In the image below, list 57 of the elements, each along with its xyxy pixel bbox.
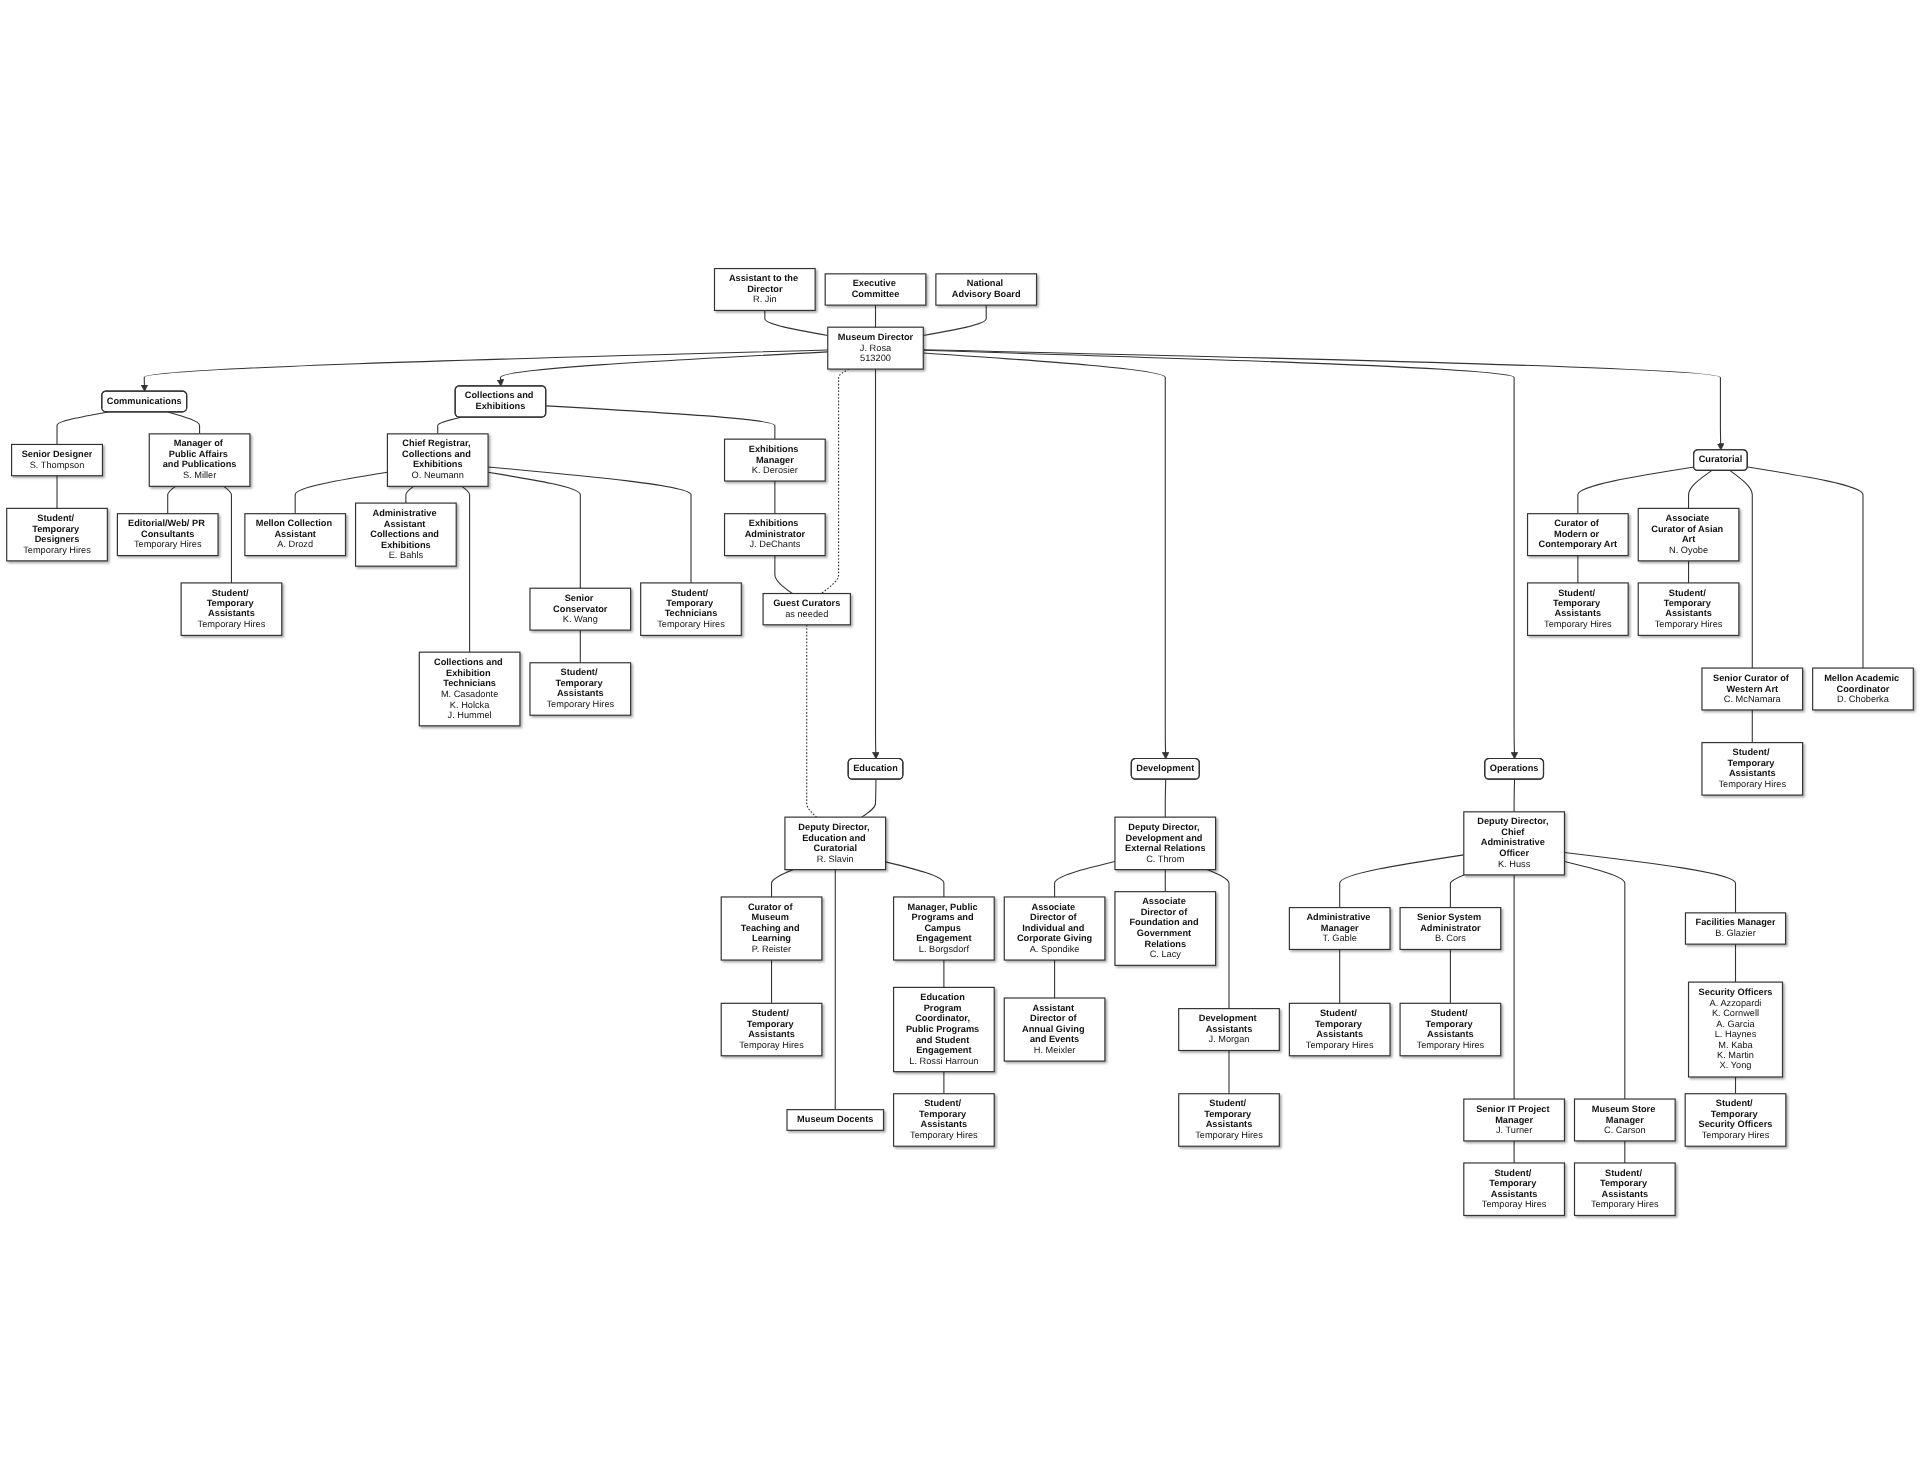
connector [294,471,388,515]
connector [405,485,415,504]
connector [834,869,836,1111]
connector [1729,470,1753,669]
connector [56,475,58,509]
connector [1734,943,1737,983]
connector [764,309,829,337]
connector [1054,959,1056,999]
connector [1164,869,1166,893]
connector [806,624,818,818]
connector [1688,560,1690,584]
connector [1449,948,1451,1004]
connector [1513,1140,1515,1164]
connector [1339,854,1465,909]
connector [820,368,850,595]
connector [545,405,776,440]
arrow [922,352,1170,760]
connector [167,485,176,515]
connector [774,555,793,595]
connector [223,485,232,584]
connector [1624,1140,1626,1164]
connector [874,304,877,328]
arrow [496,351,829,387]
connector [437,416,461,435]
arrow [922,349,1519,760]
connector [943,1071,945,1095]
arrow [140,349,829,392]
connector [1449,874,1465,909]
connector [922,304,987,337]
connector [487,471,581,589]
connector [1339,948,1341,1004]
connector [885,861,945,898]
connector [943,959,945,988]
connector [774,480,776,515]
connector [861,779,877,818]
connector [1577,466,1695,515]
connector [1513,779,1516,813]
connector [1228,1049,1230,1095]
connector [1164,779,1167,818]
connector [579,629,581,664]
connector [167,411,201,435]
connector [1513,874,1515,1100]
connector [1747,466,1864,669]
connector [1206,869,1230,1010]
connector [487,466,692,584]
connector [1563,860,1626,1100]
connector [1751,709,1753,744]
connector [771,959,773,1004]
connector [461,485,471,653]
connector [1563,851,1737,914]
connector [56,411,108,445]
connector [771,869,794,898]
connector [1577,555,1579,584]
connector [1688,470,1712,509]
connector [1054,860,1116,898]
arrow [872,368,880,760]
arrow [922,349,1725,451]
